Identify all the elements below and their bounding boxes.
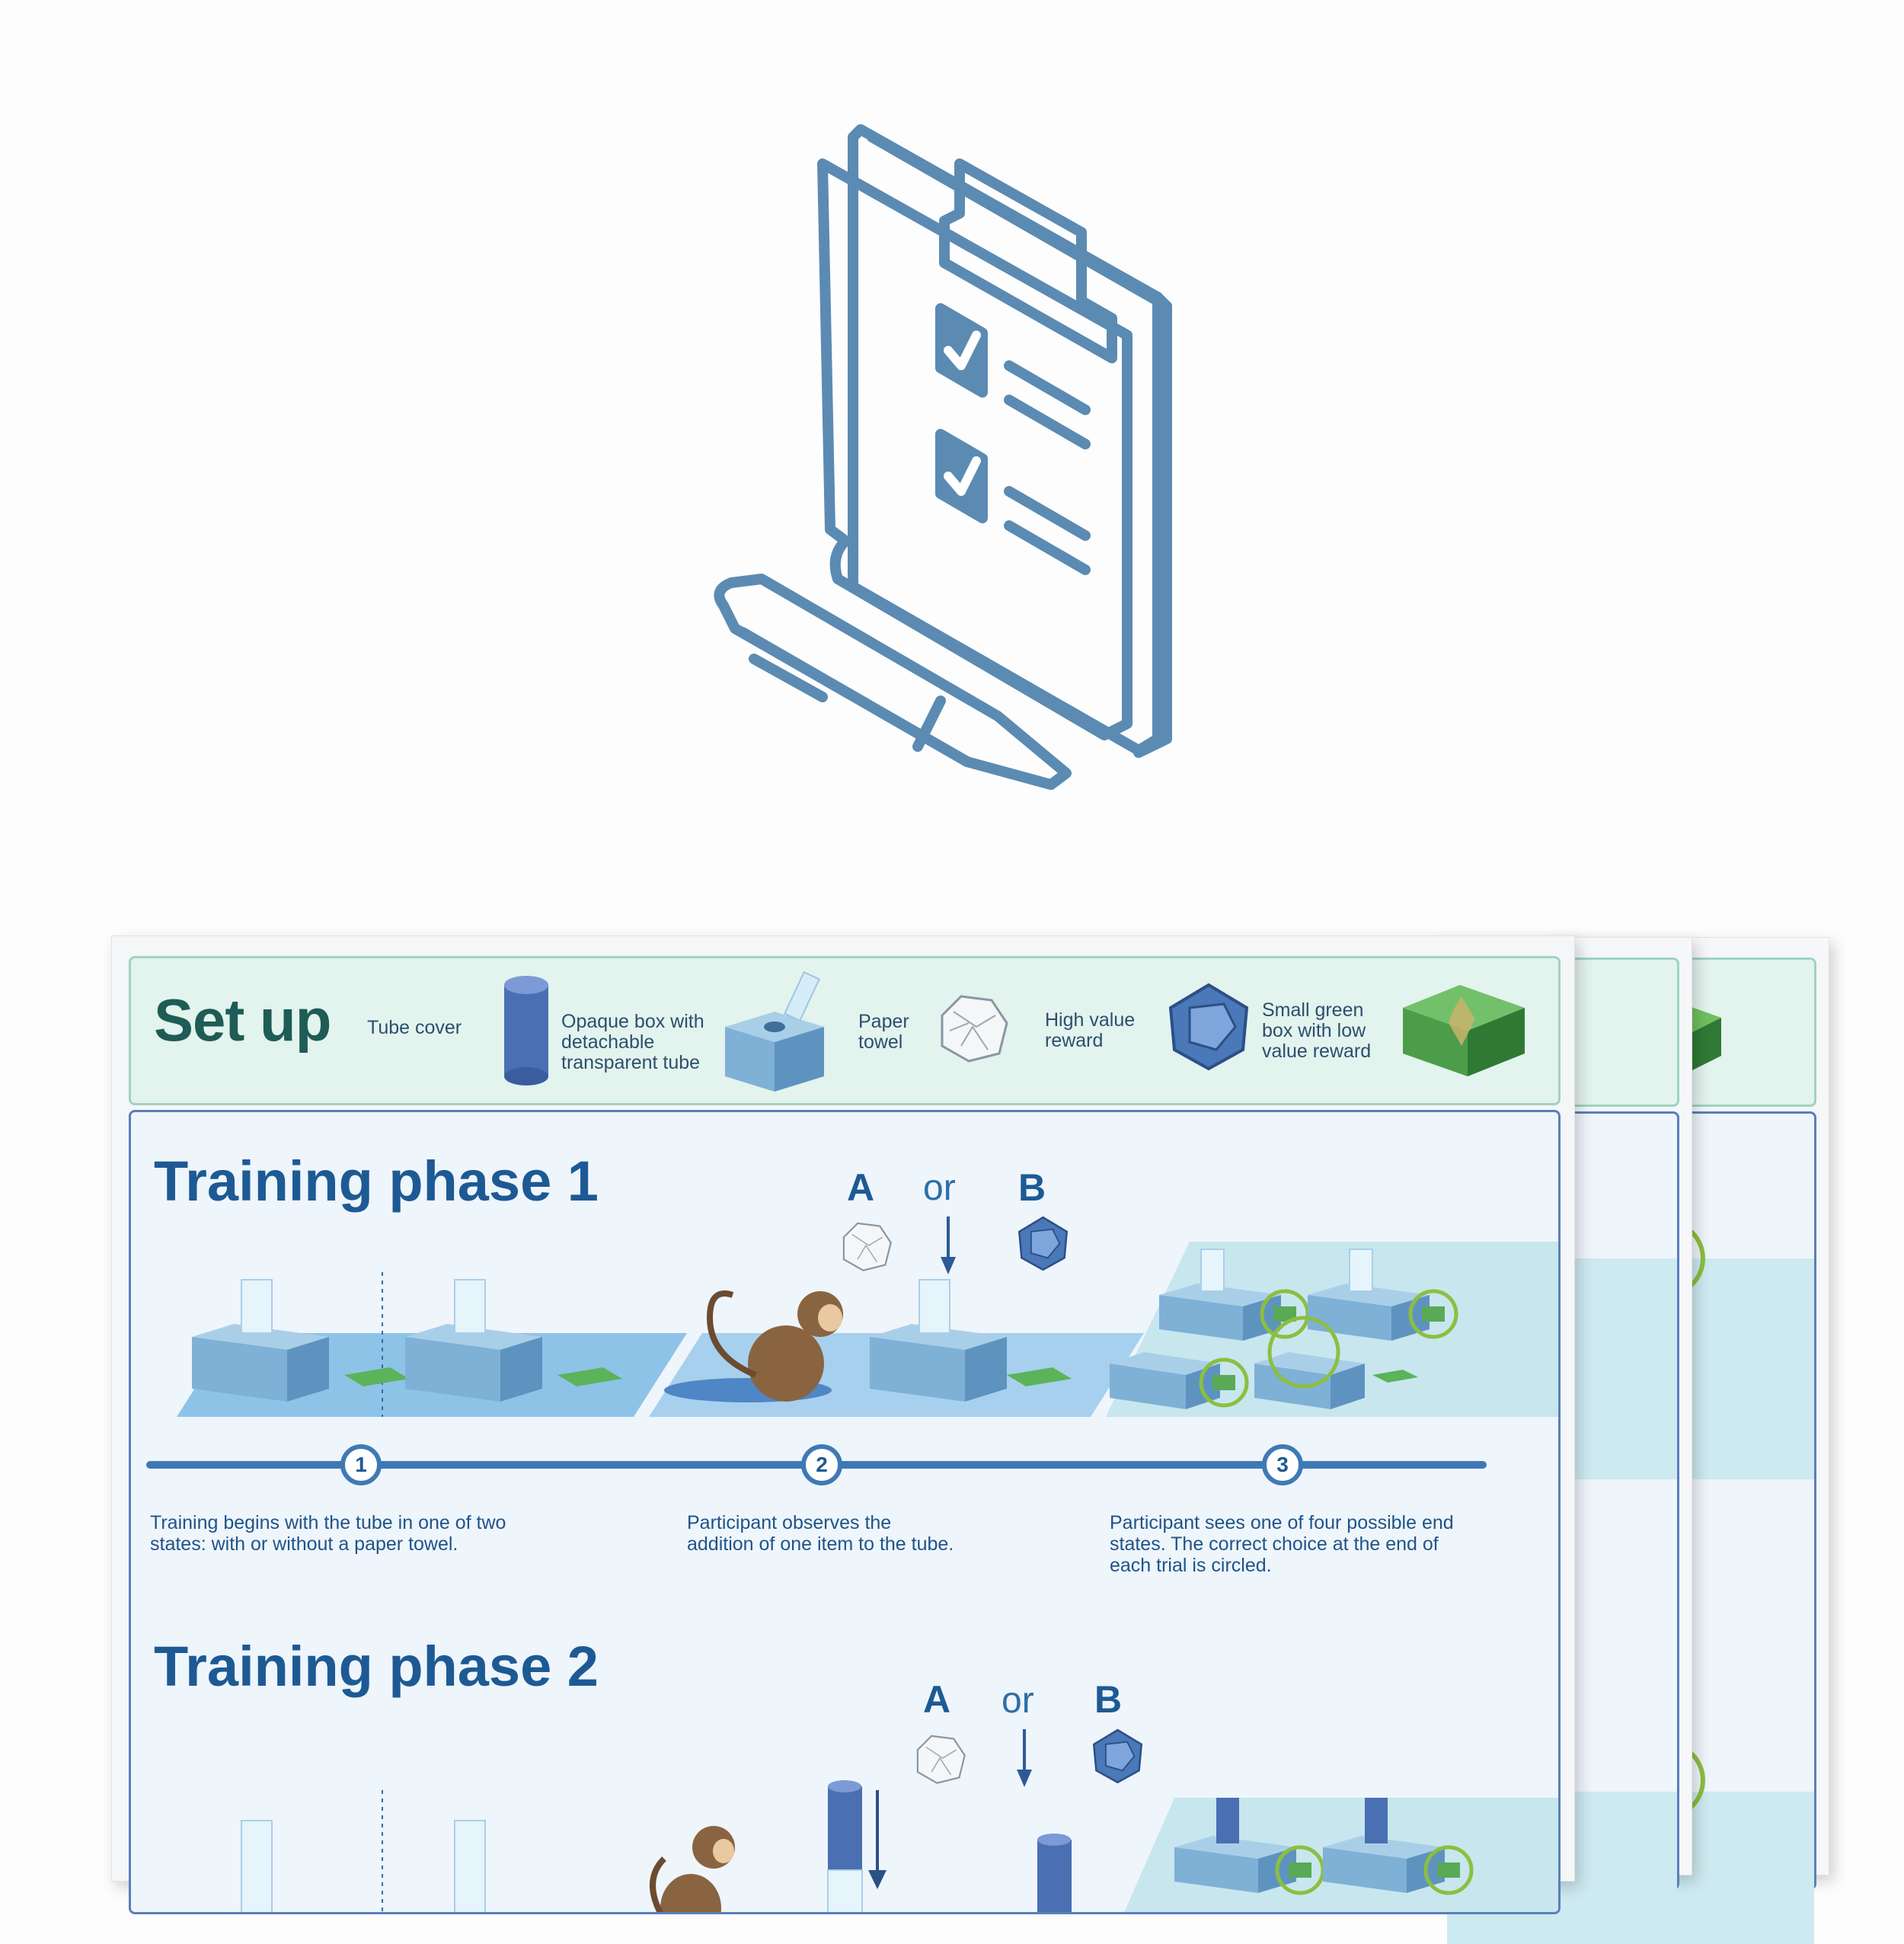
high-value-reward-icon (1017, 1216, 1069, 1271)
opaque-box-icon (725, 970, 824, 1092)
tube-cover-icon (504, 976, 548, 1086)
phase1-step-1-marker: 1 (340, 1444, 382, 1485)
phase2-or: or (1002, 1680, 1034, 1721)
paper-towel-label: Paper towel (858, 1011, 909, 1053)
tube-box (192, 1279, 329, 1402)
poster-sheet-front: Set up Tube cover Opaque box with detach… (111, 935, 1575, 1914)
high-value-label: High value reward (1045, 1009, 1136, 1051)
setup-title: Set up (154, 986, 331, 1054)
phase1-step-3-text: Participant sees one of four possible en… (1110, 1512, 1454, 1576)
high-value-reward-icon (1168, 983, 1249, 1071)
paper-towel-icon (842, 1222, 892, 1271)
down-arrow-icon (941, 1217, 956, 1274)
phase1-option-a: A (847, 1166, 875, 1209)
paper-towel-icon (941, 995, 1008, 1063)
training-phases-panel: Training phase 1 A or B (129, 1110, 1561, 1914)
small-green-box-label: Small green box with low value reward (1262, 999, 1372, 1062)
phase2-option-b: B (1094, 1678, 1123, 1721)
phase1-step-2-marker: 2 (801, 1444, 842, 1485)
clipboard-checklist-icon (701, 114, 1219, 800)
paper-towel-icon (916, 1735, 966, 1784)
tube-cover-label: Tube cover (367, 1017, 462, 1038)
phase1-title: Training phase 1 (154, 1149, 599, 1213)
high-value-reward-icon (1092, 1728, 1143, 1784)
phase1-option-b: B (1018, 1166, 1046, 1209)
phase1-or: or (923, 1168, 956, 1208)
phase2-option-a: A (923, 1678, 951, 1721)
small-green-box-icon (1403, 985, 1525, 1076)
phase2-scene (241, 1780, 1558, 1912)
phase1-scene (177, 1242, 1558, 1417)
phase1-step-3-marker: 3 (1262, 1444, 1303, 1485)
down-arrow-icon (1017, 1729, 1032, 1787)
phase1-step-1-text: Training begins with the tube in one of … (150, 1512, 506, 1555)
opaque-box-label: Opaque box with detachable transparent t… (561, 1011, 704, 1073)
phase1-step-2-text: Participant observes the addition of one… (687, 1512, 954, 1555)
phase2-title: Training phase 2 (154, 1635, 599, 1698)
setup-panel: Set up Tube cover Opaque box with detach… (129, 956, 1561, 1105)
